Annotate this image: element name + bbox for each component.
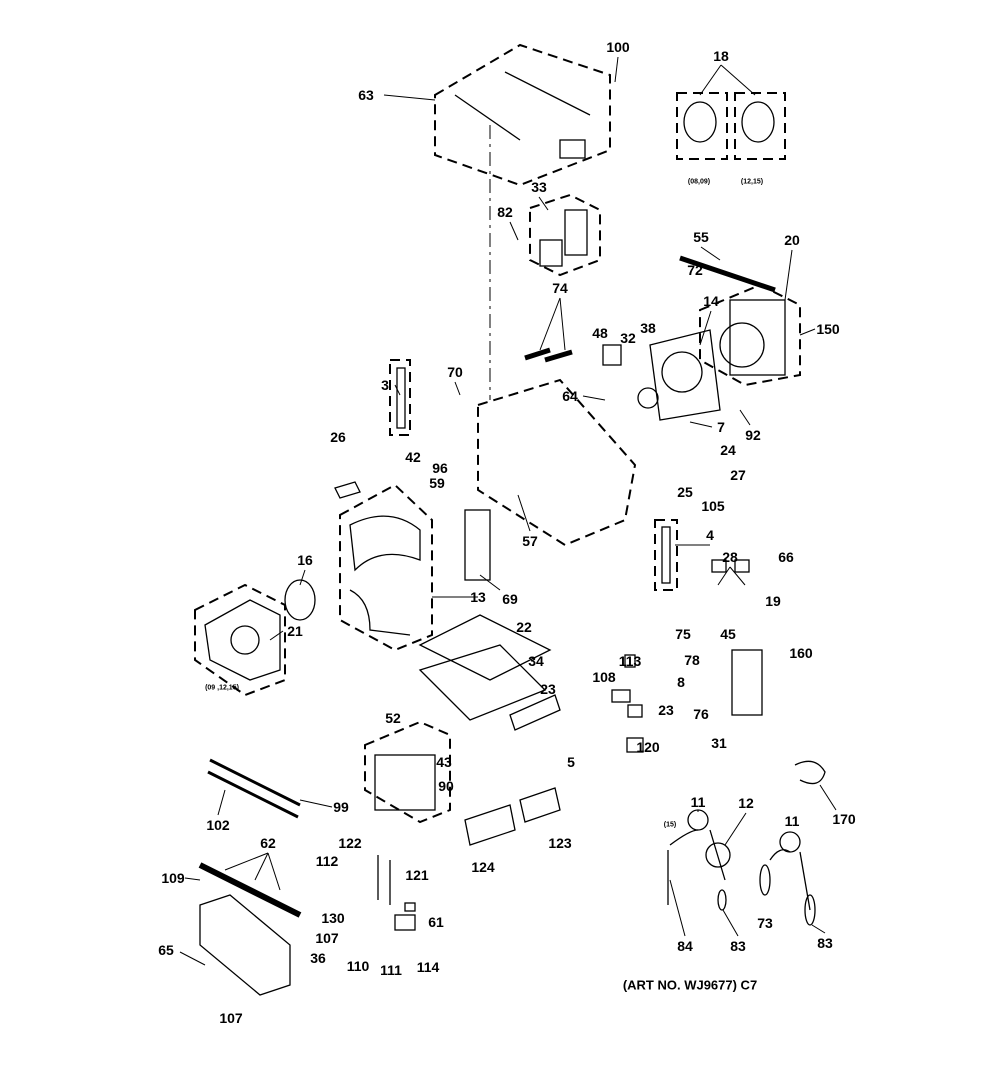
part-label: 25 xyxy=(677,484,693,500)
box-52 xyxy=(364,720,451,824)
part-label: 120 xyxy=(636,739,660,755)
part-label: 64 xyxy=(562,388,578,404)
part-label: 34 xyxy=(528,653,544,669)
part-label: 4 xyxy=(706,527,714,543)
part-label: 72 xyxy=(687,262,703,278)
part-label: 16 xyxy=(297,552,313,568)
part-label: 66 xyxy=(778,549,794,565)
part-label: 43 xyxy=(436,754,452,770)
model-note: (12,15) xyxy=(740,178,764,186)
part-label: 108 xyxy=(592,669,616,685)
part-label: 130 xyxy=(321,910,345,926)
leader-lines xyxy=(179,56,837,966)
part-label: 107 xyxy=(219,1010,243,1026)
part-label: 112 xyxy=(315,853,339,869)
part-label: 27 xyxy=(730,467,746,483)
part-label: 65 xyxy=(158,942,174,958)
part-label: 170 xyxy=(832,811,856,827)
part-label: 113 xyxy=(618,653,642,669)
part-label: 124 xyxy=(471,859,495,875)
part-label: 45 xyxy=(720,626,736,642)
part-label: 107 xyxy=(315,930,339,946)
part-label: 52 xyxy=(385,710,401,726)
part-label: 160 xyxy=(789,645,813,661)
part-label: 18 xyxy=(713,48,729,64)
part-label: 12 xyxy=(738,795,754,811)
part-label: 24 xyxy=(720,442,736,458)
part-label: 70 xyxy=(447,364,463,380)
part-label: 123 xyxy=(548,835,572,851)
part-label: 19 xyxy=(765,593,781,609)
part-label: 36 xyxy=(310,950,326,966)
part-label: 55 xyxy=(693,229,709,245)
part-label: 121 xyxy=(405,867,429,883)
part-label: 11 xyxy=(690,794,706,810)
part-label: 76 xyxy=(693,706,709,722)
part-label: 28 xyxy=(722,549,738,565)
part-label: 82 xyxy=(497,204,513,220)
part-label: 20 xyxy=(784,232,800,248)
part-label: 22 xyxy=(516,619,532,635)
part-label: 99 xyxy=(333,799,349,815)
box-13 xyxy=(339,483,433,652)
part-shapes xyxy=(198,71,826,996)
box-21 xyxy=(194,583,286,697)
part-label: 92 xyxy=(745,427,761,443)
box-63 xyxy=(434,43,611,187)
part-label: 23 xyxy=(658,702,674,718)
part-label: 21 xyxy=(287,623,303,639)
part-label: 3 xyxy=(381,377,389,393)
part-label: 14 xyxy=(703,293,719,309)
part-label: 75 xyxy=(675,626,691,642)
box-3 xyxy=(389,359,411,436)
box-18b xyxy=(734,92,786,160)
part-label: 33 xyxy=(531,179,547,195)
part-label: 23 xyxy=(540,681,556,697)
part-label: 26 xyxy=(330,429,346,445)
part-label: 7 xyxy=(717,419,725,435)
part-label: 31 xyxy=(711,735,727,751)
part-label: 102 xyxy=(206,817,230,833)
part-label: 110 xyxy=(346,958,370,974)
part-label: 13 xyxy=(470,589,486,605)
part-label: 150 xyxy=(816,321,840,337)
part-label: 74 xyxy=(552,280,568,296)
part-label: 73 xyxy=(757,915,773,931)
part-label: 69 xyxy=(502,591,518,607)
part-label: 78 xyxy=(684,652,700,668)
part-label: 96 xyxy=(432,460,448,476)
part-label: 8 xyxy=(677,674,685,690)
part-label: 11 xyxy=(784,813,800,829)
model-note: (08,09) xyxy=(687,178,711,186)
model-note: (15) xyxy=(663,821,677,829)
part-label: 111 xyxy=(380,962,402,978)
box-33 xyxy=(529,193,601,277)
part-label: 5 xyxy=(567,754,575,770)
assembly-boxes xyxy=(194,43,801,824)
part-label: 62 xyxy=(260,835,276,851)
part-label: 83 xyxy=(730,938,746,954)
part-label: 90 xyxy=(438,778,454,794)
part-label: 83 xyxy=(817,935,833,951)
part-label: 38 xyxy=(640,320,656,336)
box-main xyxy=(477,378,637,547)
part-label: 63 xyxy=(358,87,374,103)
part-label: 114 xyxy=(416,959,440,975)
part-label: 105 xyxy=(701,498,725,514)
part-label: 109 xyxy=(161,870,185,886)
part-label: 100 xyxy=(606,39,630,55)
part-label: 59 xyxy=(429,475,445,491)
part-label: 122 xyxy=(338,835,362,851)
part-label: 84 xyxy=(677,938,693,954)
art-number-caption: (ART NO. WJ9677) C7 xyxy=(622,977,758,993)
part-label: 61 xyxy=(428,914,444,930)
model-note: (09 ,12,15) xyxy=(205,684,239,692)
part-label: 57 xyxy=(522,533,538,549)
part-label: 32 xyxy=(620,330,636,346)
part-label: 48 xyxy=(592,325,608,341)
part-label: 42 xyxy=(405,449,421,465)
box-4 xyxy=(654,519,678,591)
